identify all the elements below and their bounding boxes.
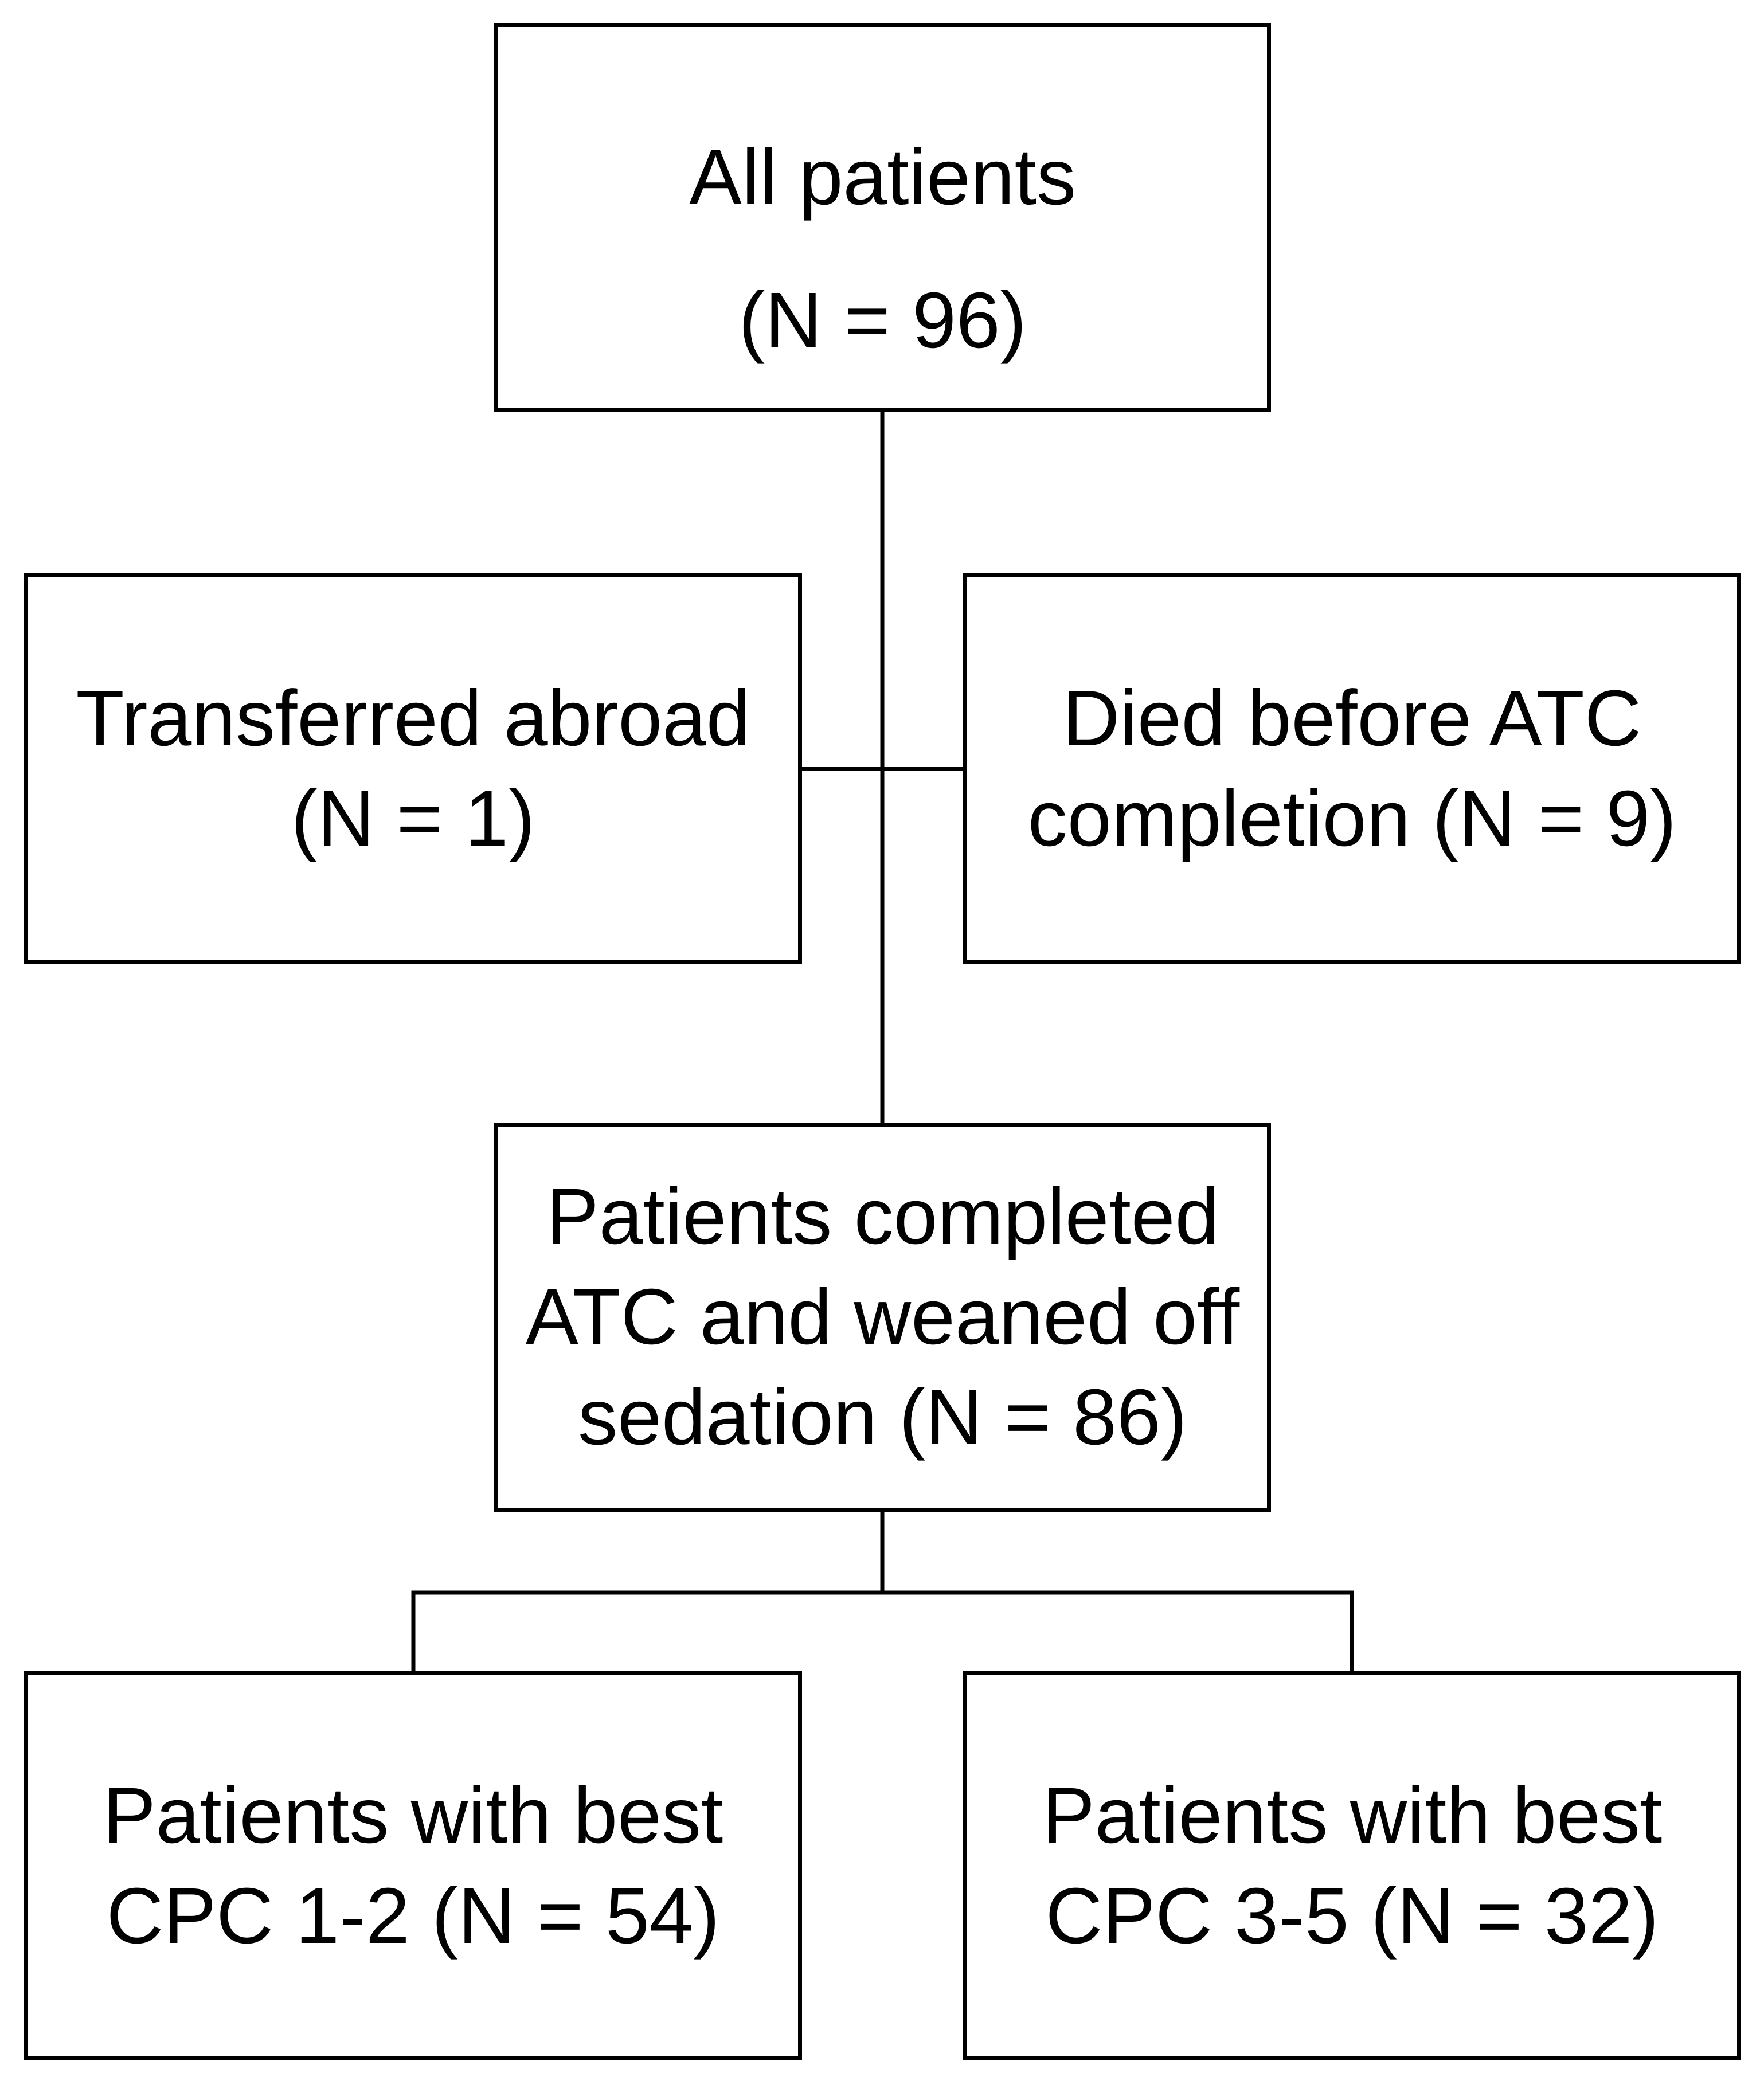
transferred-abroad-box: Transferred abroad (N = 1) (24, 573, 802, 964)
cpc-1-2-label: Patients with best (103, 1771, 723, 1860)
completed-atc-line-3: sedation (N = 86) (578, 1373, 1187, 1461)
cpc-3-5-count: CPC 3-5 (N = 32) (1045, 1871, 1659, 1960)
died-before-atc-count: completion (N = 9) (1027, 774, 1677, 863)
died-before-atc-box: Died before ATC completion (N = 9) (963, 573, 1741, 964)
transferred-abroad-label: Transferred abroad (76, 674, 750, 762)
cpc-1-2-count: CPC 1-2 (N = 54) (106, 1871, 720, 1960)
completed-atc-line-2: ATC and weaned off (525, 1273, 1240, 1361)
cpc-3-5-label: Patients with best (1042, 1771, 1663, 1860)
cpc-1-2-box: Patients with best CPC 1-2 (N = 54) (24, 1671, 802, 2060)
transferred-abroad-count: (N = 1) (291, 774, 535, 863)
died-before-atc-label: Died before ATC (1062, 674, 1642, 762)
all-patients-count: (N = 96) (738, 276, 1027, 365)
all-patients-label: All patients (689, 133, 1077, 221)
all-patients-box: All patients (N = 96) (494, 23, 1271, 412)
completed-atc-box: Patients completed ATC and weaned off se… (494, 1123, 1271, 1512)
cpc-3-5-box: Patients with best CPC 3-5 (N = 32) (963, 1671, 1741, 2060)
completed-atc-line-1: Patients completed (546, 1172, 1219, 1261)
